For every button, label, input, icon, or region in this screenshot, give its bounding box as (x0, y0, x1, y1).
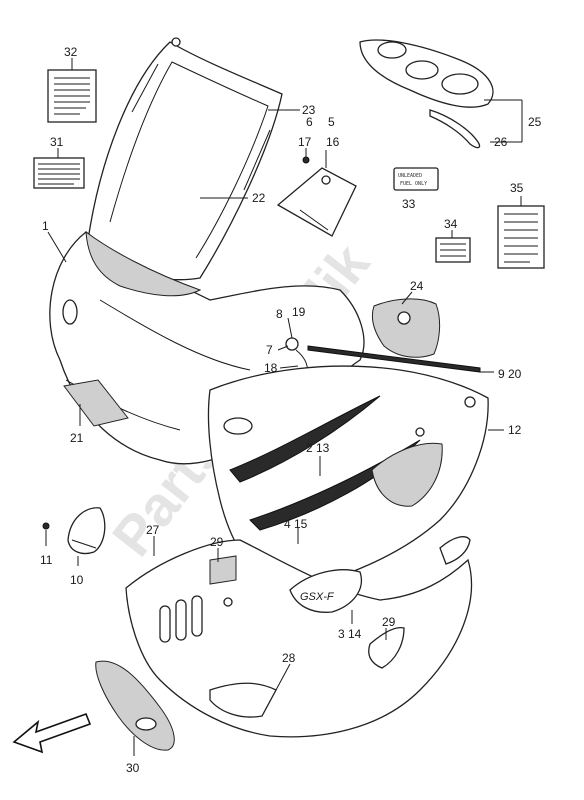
callout-27: 27 (146, 523, 160, 537)
part-30-lower-trim (95, 660, 175, 751)
callout-8: 8 (276, 307, 283, 321)
front-direction-arrow-icon (12, 712, 92, 754)
callout-9-20: 9 20 (498, 367, 522, 381)
part-25-inner-panel (359, 39, 494, 149)
callout-18: 18 (264, 361, 278, 375)
callout-6: 6 (306, 115, 313, 129)
callout-25: 25 (528, 115, 542, 129)
part-3-lower-cowl: GSX-F (125, 536, 472, 738)
callout-28: 28 (282, 651, 296, 665)
decal-line-1: UNLEADED (398, 173, 422, 179)
callout-12: 12 (508, 423, 522, 437)
part-12-side-cowl (207, 365, 489, 591)
callout-5: 5 (328, 115, 335, 129)
callout-7: 7 (266, 343, 273, 357)
part-17-screw-icon (302, 156, 310, 164)
callout-29-lower: 29 (382, 615, 396, 629)
decal-line-2: FUEL ONLY (400, 181, 427, 187)
part-33-fuel-decal: UNLEADED FUEL ONLY (393, 167, 439, 191)
callout-22: 22 (252, 191, 266, 205)
part-21-air-vent (63, 379, 129, 427)
callout-3-14: 3 14 (338, 627, 362, 641)
part-11-screw-icon (42, 522, 50, 530)
part-34-small-label (435, 237, 471, 263)
callout-16: 16 (326, 135, 340, 149)
callout-10: 10 (70, 573, 84, 587)
callout-34: 34 (444, 217, 458, 231)
callout-23: 23 (302, 103, 316, 117)
callout-labels: 32 31 1 23 22 17 6 5 16 25 26 33 35 34 2… (40, 45, 542, 775)
callout-33: 33 (402, 197, 416, 211)
callout-26: 26 (494, 135, 508, 149)
part-10-cover-cap (67, 507, 106, 555)
callout-29-upper: 29 (210, 535, 224, 549)
callout-17: 17 (298, 135, 312, 149)
part-5-mirror-bracket (276, 167, 357, 237)
part-35-tire-label (497, 205, 545, 269)
part-31-warning-label (33, 157, 85, 189)
callout-24: 24 (410, 279, 424, 293)
part-22-windscreen (87, 37, 283, 281)
gsx-f-logo-text: GSX-F (300, 591, 335, 603)
callout-21: 21 (70, 431, 84, 445)
callout-2-13: 2 13 (306, 441, 330, 455)
callout-11: 11 (40, 553, 53, 567)
callout-19: 19 (292, 305, 306, 319)
callout-31: 31 (50, 135, 64, 149)
callout-4-15: 4 15 (284, 517, 308, 531)
part-24-inner-cover (371, 298, 441, 358)
callout-30: 30 (126, 761, 140, 775)
part-32-caution-label (47, 69, 97, 123)
callout-1: 1 (42, 219, 49, 233)
callout-32: 32 (64, 45, 78, 59)
callout-35: 35 (510, 181, 524, 195)
